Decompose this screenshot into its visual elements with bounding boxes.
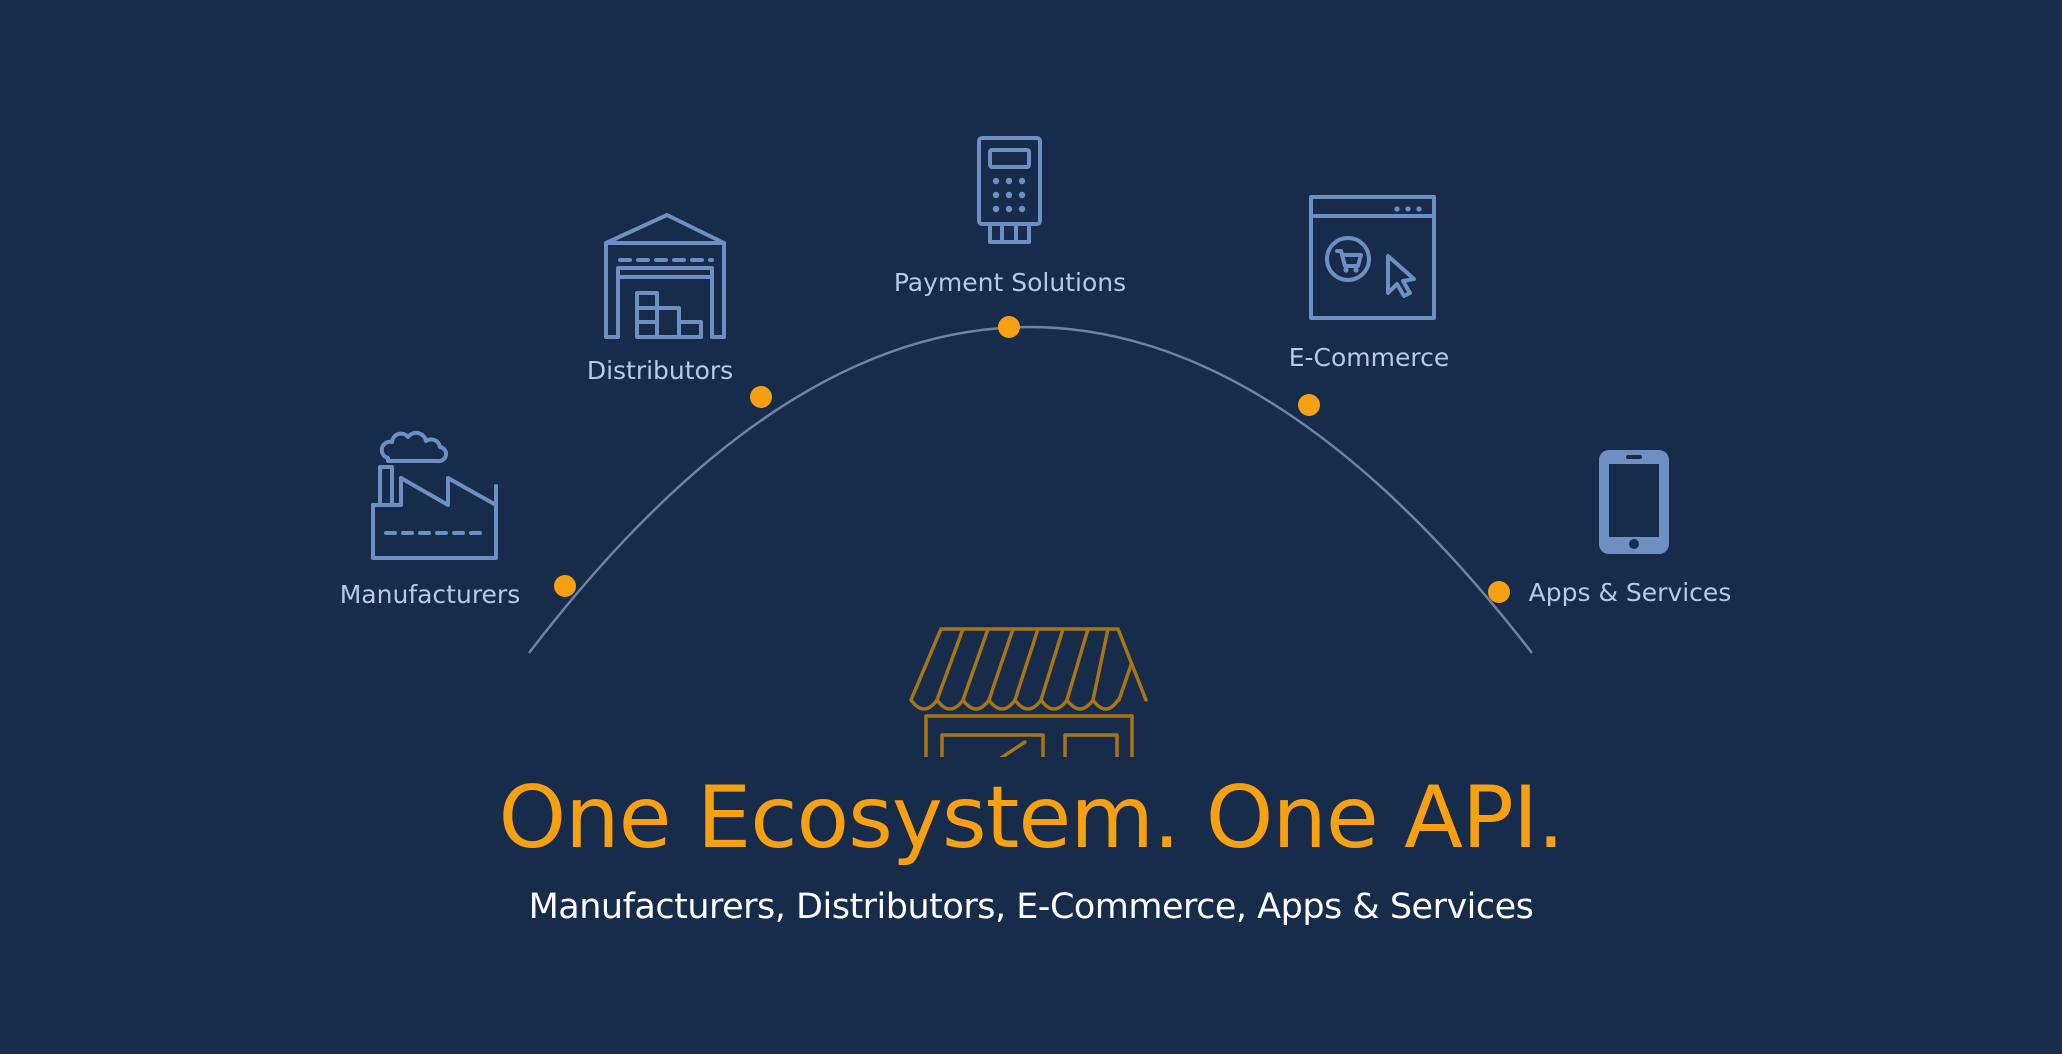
node-label-apps: Apps & Services — [1529, 578, 1732, 607]
subline: Manufacturers, Distributors, E-Commerce,… — [528, 887, 1534, 927]
arc-dot-ecommerce — [1298, 394, 1320, 416]
keypad-dots — [992, 177, 1026, 213]
browser-window-dots — [1343, 206, 1422, 273]
node-label-ecommerce: E-Commerce — [1289, 343, 1450, 372]
smartphone-icon — [1599, 450, 1669, 554]
payment-terminal-icon — [979, 138, 1040, 242]
factory-icon — [373, 433, 496, 558]
arc-dot-apps — [1488, 581, 1510, 603]
arc-dot-manufacturers — [554, 575, 576, 597]
arc-dot-payment — [998, 316, 1020, 338]
node-label-distributors: Distributors — [587, 356, 733, 385]
browser-cart-icon — [1311, 197, 1434, 318]
ecosystem-arc — [528, 325, 1533, 654]
storefront-icon — [909, 627, 1148, 757]
node-label-manufacturers: Manufacturers — [340, 580, 521, 609]
warehouse-icon — [606, 215, 724, 337]
node-label-payment: Payment Solutions — [894, 268, 1126, 297]
arc-dot-distributors — [750, 386, 772, 408]
headline: One Ecosystem. One API. — [498, 768, 1564, 868]
